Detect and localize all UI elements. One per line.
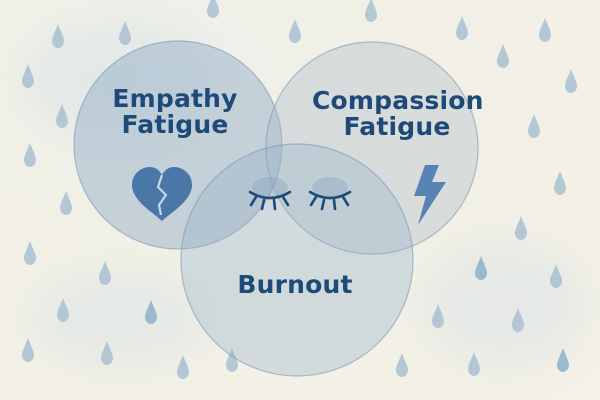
- label-empathy-fatigue: Empathy Fatigue: [100, 84, 250, 140]
- circle-burnout: [180, 143, 414, 377]
- label-line: Burnout: [237, 270, 353, 299]
- label-burnout: Burnout: [215, 270, 375, 299]
- label-line: Fatigue: [343, 112, 451, 142]
- label-line: Compassion: [312, 86, 484, 115]
- closed-eyes-icon: [248, 177, 352, 211]
- broken-heart-icon: [132, 167, 192, 221]
- label-compassion-fatigue: Compassion Fatigue: [312, 86, 484, 142]
- watercolor-wash: [420, 240, 590, 370]
- label-line: Empathy: [112, 84, 238, 113]
- lightning-bolt-icon: [414, 165, 446, 225]
- label-line: Fatigue: [121, 110, 229, 140]
